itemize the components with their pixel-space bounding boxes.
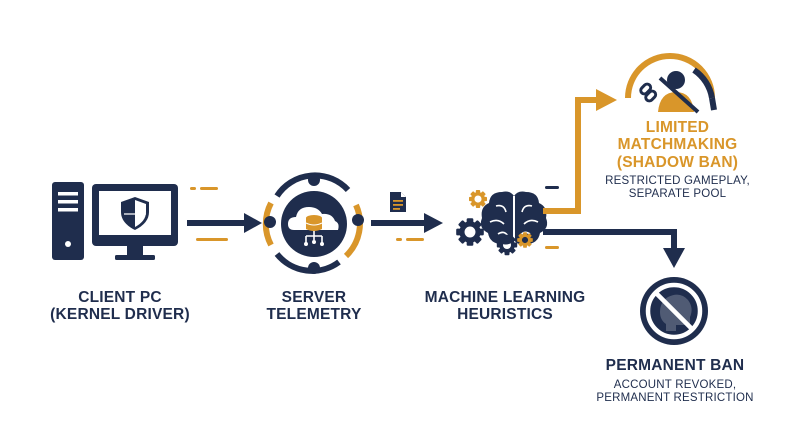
limited-matchmaking-title-line-1: LIMITED <box>645 119 710 136</box>
limited-matchmaking-subtitle-line-2: SEPARATE POOL <box>628 187 727 200</box>
ml-heuristics-title: MACHINE LEARNING HEURISTICS <box>400 289 610 324</box>
permanent-ban-subtitle-line-1: ACCOUNT REVOKED, <box>613 379 737 391</box>
permanent-ban-title: PERMANENT BAN <box>585 357 765 374</box>
desktop-computer-icon <box>52 182 178 260</box>
limited-matchmaking-title-line-3: (SHADOW BAN) <box>616 153 739 171</box>
permanent-ban-subtitle-line-2: PERMANENT RESTRICTION <box>596 391 754 404</box>
ml-heuristics-title-line-2: HEURISTICS <box>457 306 553 324</box>
document-icon <box>390 192 406 212</box>
client-pc-title: CLIENT PC (KERNEL DRIVER) <box>20 289 220 324</box>
server-telemetry-title-line-2: TELEMETRY <box>266 306 362 324</box>
brain-gears-icon <box>457 188 548 257</box>
limited-matchmaking-subtitle-line-1: RESTRICTED GAMEPLAY, <box>605 175 750 187</box>
client-pc-title-line-2: (KERNEL DRIVER) <box>50 306 190 324</box>
flow-arrow-client-server <box>187 187 262 241</box>
limited-matchmaking-subtitle: RESTRICTED GAMEPLAY, SEPARATE POOL <box>590 175 765 201</box>
server-telemetry-title: SERVER TELEMETRY <box>234 289 394 324</box>
shield-icon <box>121 197 149 230</box>
broken-link-gauge-icon <box>625 53 717 114</box>
permanent-ban-subtitle: ACCOUNT REVOKED, PERMANENT RESTRICTION <box>585 379 765 405</box>
cloud-database-icon <box>262 172 364 274</box>
limited-matchmaking-title-line-2: MATCHMAKING <box>617 136 738 154</box>
server-telemetry-title-line-1: SERVER <box>281 289 347 306</box>
ml-heuristics-title-line-1: MACHINE LEARNING <box>424 289 586 306</box>
limited-matchmaking-title: LIMITED MATCHMAKING (SHADOW BAN) <box>590 119 765 171</box>
permanent-ban-title-line-1: PERMANENT BAN <box>605 357 745 374</box>
flow-arrow-ml-ban <box>543 229 685 268</box>
flow-arrow-ml-limited <box>543 89 617 214</box>
client-pc-title-line-1: CLIENT PC <box>78 289 162 306</box>
flow-arrow-server-ml <box>371 213 443 241</box>
prohibited-skull-icon <box>640 277 708 345</box>
